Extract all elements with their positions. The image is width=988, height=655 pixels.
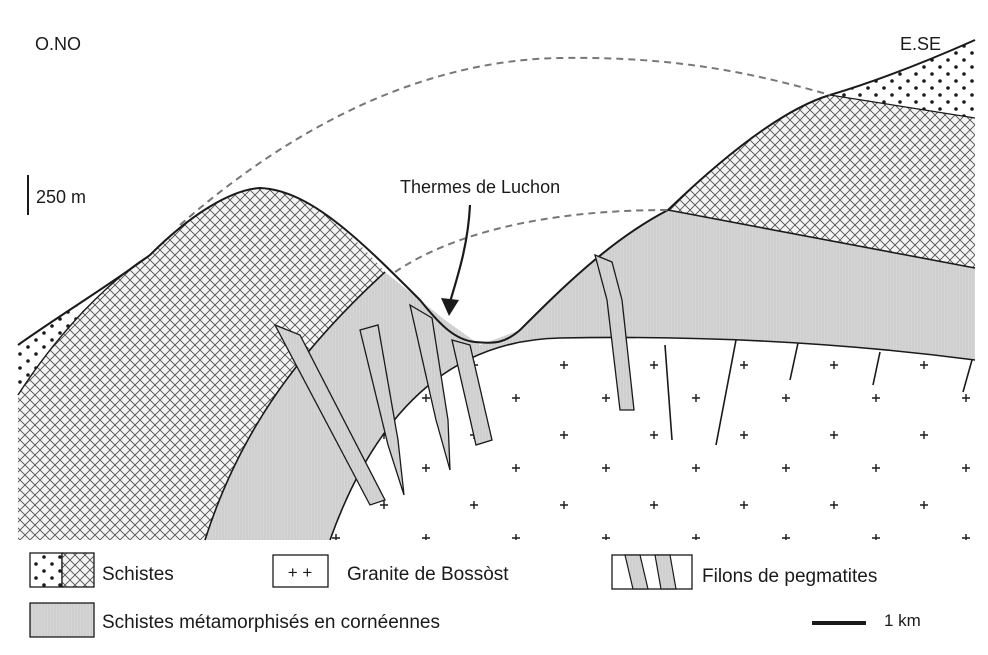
- label-east-direction: E.SE: [900, 34, 941, 54]
- fracture-line: [872, 351, 881, 386]
- granite-fractures: [664, 339, 973, 446]
- legend-label-corneennes: Schistes métamorphisés en cornéennes: [102, 612, 440, 633]
- vertical-scale-label: 250 m: [36, 187, 86, 207]
- schist-west: [18, 188, 385, 540]
- granite-unit: [330, 337, 975, 540]
- legend-label-schistes: Schistes: [102, 564, 174, 585]
- label-west-direction: O.NO: [35, 34, 81, 54]
- legend-swatch-pegmatites-dykes: [624, 554, 677, 590]
- pegmatite-dykes: [273, 253, 635, 506]
- legend-swatch-schistes-dots: [29, 552, 63, 588]
- fracture-line: [715, 339, 737, 446]
- contact-schist-corneennes-east: [667, 209, 976, 269]
- schist-east: [668, 95, 975, 268]
- legend-swatch-granite-symbol: + +: [288, 563, 313, 582]
- contact-dots-schist-west: [17, 254, 151, 396]
- thermes-label: Thermes de Luchon: [400, 177, 560, 197]
- legend: Schistes + + Granite de Bossòst Filons d…: [29, 552, 921, 638]
- pegmatite-dyke: [451, 339, 493, 446]
- pegmatite-dyke: [409, 303, 451, 471]
- fracture-line: [789, 342, 799, 381]
- fracture-line: [962, 359, 973, 393]
- legend-swatch-granite: [272, 554, 329, 588]
- contact-schist-corneennes-west: [204, 271, 386, 541]
- horizontal-scale-label: 1 km: [884, 611, 921, 630]
- topographic-surface: [17, 39, 976, 346]
- legend-label-pegmatites: Filons de pegmatites: [702, 566, 877, 587]
- thermes-arrowhead: [441, 298, 459, 316]
- dashed-corneennes-surface: [394, 209, 669, 273]
- corneennes-unit: [205, 210, 975, 540]
- dotted-cover-east: [830, 40, 975, 118]
- pegmatite-dyke: [273, 323, 386, 506]
- legend-swatch-corneennes: [29, 602, 95, 638]
- fracture-line: [664, 344, 673, 441]
- pegmatite-dyke: [594, 253, 635, 411]
- contact-dots-schist-east: [829, 94, 976, 119]
- pegmatite-dyke: [359, 324, 405, 496]
- legend-swatch-pegmatites: [611, 554, 693, 590]
- thermes-arrow: [448, 204, 472, 303]
- legend-swatch-schistes-hatch: [61, 552, 95, 588]
- legend-label-granite: Granite de Bossòst: [347, 564, 509, 585]
- dashed-eroded-surface: [179, 56, 831, 226]
